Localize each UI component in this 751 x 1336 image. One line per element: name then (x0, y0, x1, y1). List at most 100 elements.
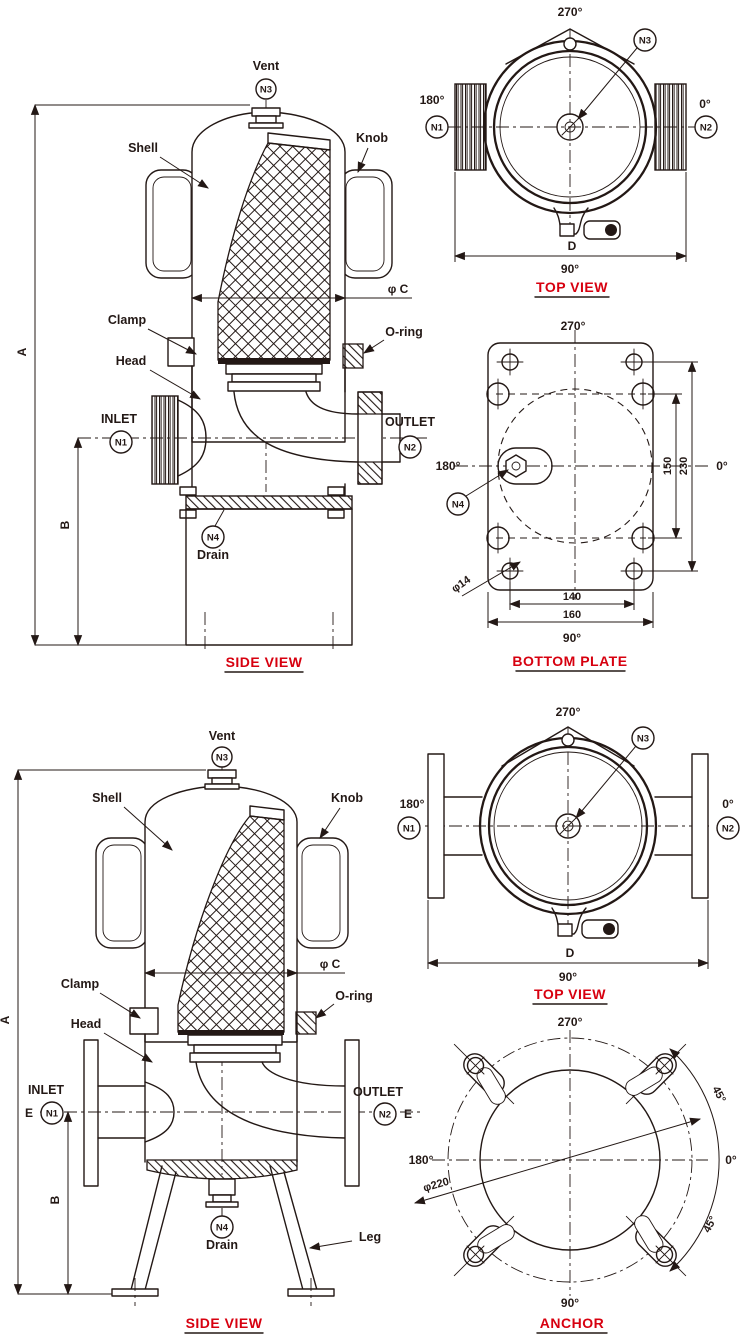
n2-balloon (694, 115, 718, 139)
n3-balloon (211, 746, 233, 768)
n1-text: N1 (431, 123, 444, 134)
outlet-flange (654, 753, 709, 899)
knob-label: Knob (356, 131, 388, 145)
deg-0: 0° (699, 97, 711, 111)
dim-230: 230 (678, 457, 690, 475)
n2-text: N2 (722, 824, 734, 835)
dim-d-label: D (568, 239, 577, 253)
n4-text: N4 (452, 500, 465, 511)
skirt (185, 508, 353, 646)
dim-a-label: A (0, 1015, 12, 1024)
dim-b-label: B (58, 520, 72, 529)
n2-text: N2 (379, 1110, 391, 1121)
angle-arc (669, 1048, 720, 1272)
dim-140: 140 (563, 591, 581, 603)
dim-phic-label: φ C (320, 957, 341, 971)
n3-text: N3 (637, 734, 649, 745)
outlet-elbow (195, 1039, 360, 1187)
shell-label: Shell (92, 791, 122, 805)
anchor-view: 45° 45° φ220 270° 180° 0° 90° ANCHOR (409, 1015, 737, 1334)
n1-balloon (397, 816, 421, 840)
deg-90: 90° (561, 1296, 579, 1310)
deg-270: 270° (561, 319, 586, 333)
dim-160: 160 (563, 609, 581, 621)
drain-slot (497, 447, 553, 485)
n3-balloon (633, 28, 657, 52)
vent-label: Vent (209, 729, 236, 743)
dim-b-label: B (48, 1195, 62, 1204)
deg-270: 270° (558, 5, 583, 19)
anchor-title: ANCHOR (540, 1315, 604, 1331)
leg-label: Leg (359, 1230, 381, 1244)
dim-phic-label: φ C (388, 282, 409, 296)
outlet-label: OUTLET (385, 415, 435, 429)
n2-balloon (398, 435, 422, 459)
clamp-closure (553, 207, 621, 240)
n4-balloon (210, 1215, 234, 1239)
deg-270: 270° (556, 705, 581, 719)
anchor-foot-tl (453, 1043, 515, 1105)
deg-270: 270° (558, 1015, 583, 1029)
drain-label: Drain (197, 548, 229, 562)
clamp-hinge (501, 726, 635, 767)
clamp-label: Clamp (108, 313, 147, 327)
side-view-bottom-title: SIDE VIEW (186, 1315, 263, 1331)
deg-180: 180° (420, 93, 445, 107)
deg-90: 90° (561, 262, 579, 276)
n2-balloon (716, 816, 740, 840)
deg-90: 90° (563, 631, 581, 645)
clamp-ear (167, 337, 195, 367)
deg-180: 180° (409, 1153, 434, 1167)
dim-d-label: D (566, 946, 575, 960)
shell-label: Shell (128, 141, 158, 155)
n1-text: N1 (115, 438, 128, 449)
knob-label: Knob (331, 791, 363, 805)
inlet-label: INLET (28, 1083, 64, 1097)
n1-text: N1 (46, 1109, 59, 1120)
dim-a-label: A (15, 347, 29, 356)
n2-balloon (373, 1102, 397, 1126)
oring-label: O-ring (335, 989, 373, 1003)
deg-90: 90° (559, 970, 577, 984)
n4-balloon (201, 525, 225, 549)
n1-balloon (425, 115, 449, 139)
n1-balloon (40, 1101, 64, 1125)
n4-text: N4 (207, 533, 220, 544)
n3-balloon (631, 726, 655, 750)
filter-cartridge (177, 805, 285, 1063)
inlet-flange-hatch (454, 83, 487, 171)
clamp-closure (551, 907, 619, 939)
n4-balloon (446, 492, 470, 516)
legs (111, 1165, 335, 1306)
side-view-top-title: SIDE VIEW (226, 654, 303, 670)
dim-e-left: E (25, 1106, 33, 1120)
deg-180: 180° (436, 459, 461, 473)
inlet-flange (427, 753, 483, 899)
drain-nipple (205, 1178, 239, 1208)
outlet-elbow (233, 391, 401, 485)
n3-balloon (255, 78, 277, 100)
outlet-flange-hatch (654, 83, 687, 171)
deg-0: 0° (722, 797, 734, 811)
top-view-bottom: N3 D 270° 180° N1 0° N2 90° TOP VIEW (397, 705, 740, 1005)
head-label: Head (71, 1017, 102, 1031)
side-view-bottom: A B φ C (0, 729, 420, 1334)
dim-150: 150 (662, 457, 674, 475)
oring-block (295, 1011, 317, 1035)
inlet-nozzle (78, 395, 430, 485)
n3-text: N3 (639, 36, 651, 47)
dim-e-right: E (404, 1107, 412, 1121)
drain-label: Drain (206, 1238, 238, 1252)
top-view-top: N3 D 270° 180° N1 0° N2 90° TOP VIEW (420, 5, 718, 298)
n4-text: N4 (216, 1223, 229, 1234)
outlet-label: OUTLET (353, 1085, 403, 1099)
phi220-line (413, 1117, 702, 1205)
head-outline (191, 365, 346, 497)
n1-balloon (109, 430, 133, 454)
filter-cartridge (217, 132, 331, 392)
vent-nipple (204, 769, 240, 790)
anchor-foot-br (625, 1215, 687, 1277)
